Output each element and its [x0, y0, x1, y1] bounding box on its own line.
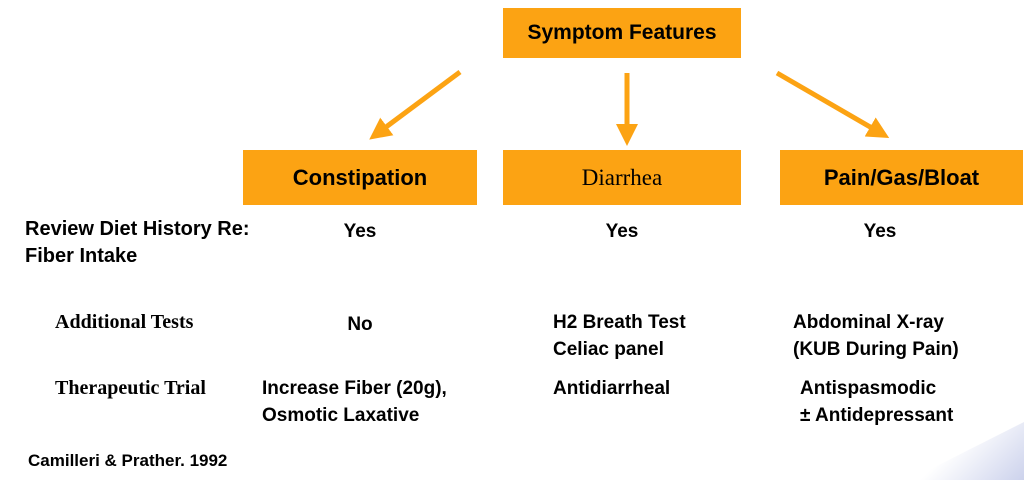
cell-constipation-therapeutic-trial: Increase Fiber (20g), Osmotic Laxative [262, 378, 447, 426]
cell-diarrhea-additional-tests: H2 Breath Test Celiac panel [553, 312, 686, 360]
node-diarrhea: Diarrhea [503, 150, 741, 205]
node-pain-gas-bloat: Pain/Gas/Bloat [780, 150, 1023, 205]
node-pain-gas-bloat-label: Pain/Gas/Bloat [823, 164, 980, 190]
cell-constipation-additional-tests: No [347, 314, 373, 335]
node-symptom-features-label: Symptom Features [527, 21, 717, 44]
cell-diarrhea-diet-history: Yes [605, 221, 639, 242]
cell-pain-additional-tests: Abdominal X-ray (KUB During Pain) [793, 312, 959, 360]
arrow-to-pain [775, 70, 890, 139]
arrow-to-constipation [369, 69, 462, 140]
cell-pain-therapeutic-trial: Antispasmodic ± Antidepressant [800, 378, 954, 426]
cell-constipation-diet-history: Yes [343, 221, 377, 242]
node-symptom-features: Symptom Features [503, 8, 741, 58]
citation-text: Camilleri & Prather. 1992 [28, 451, 228, 470]
node-diarrhea-label: Diarrhea [581, 164, 663, 190]
row-label-diet-history: Review Diet History Re: Fiber Intake [25, 218, 250, 267]
row-label-therapeutic-trial: Therapeutic Trial [55, 377, 206, 399]
row-label-additional-tests: Additional Tests [55, 311, 194, 333]
cell-diarrhea-therapeutic-trial: Antidiarrheal [553, 378, 671, 399]
cell-pain-diet-history: Yes [863, 221, 897, 242]
node-constipation: Constipation [243, 150, 477, 205]
node-constipation-label: Constipation [292, 164, 428, 190]
